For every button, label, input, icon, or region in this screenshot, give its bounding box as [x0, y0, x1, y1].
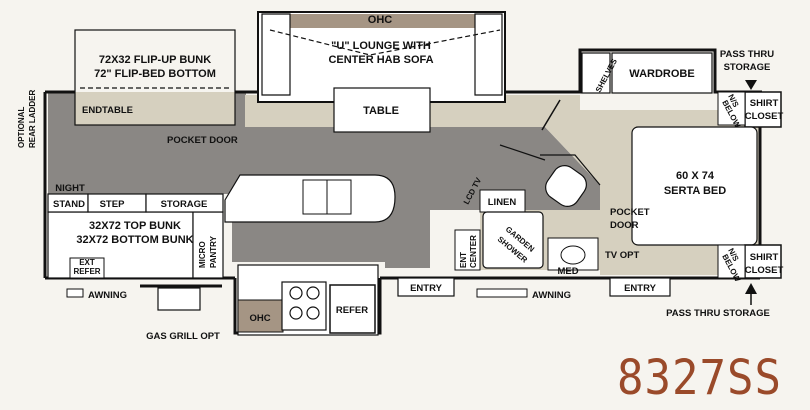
awning-right-mark	[476, 288, 528, 298]
sink-left	[302, 179, 328, 215]
entry-right-box	[609, 277, 671, 297]
stove	[281, 281, 327, 331]
shirt-closet-top-label-2: CLOSET	[745, 111, 784, 122]
night-stand-label-1: NIGHT	[55, 183, 85, 194]
micro-pantry-label-1: MICRO	[198, 241, 207, 268]
toilet-icon	[545, 165, 587, 207]
gas-grill	[157, 287, 201, 311]
med-label: MED	[557, 266, 578, 277]
entry-left-label: ENTRY	[410, 283, 443, 294]
table-shape	[333, 87, 431, 133]
flip-bunk-area	[75, 92, 235, 125]
rear-ladder-label-2: REAR LADDER	[28, 90, 37, 148]
sink-right	[326, 179, 352, 215]
bed	[631, 126, 758, 246]
ent-center-label-2: CENTER	[469, 235, 478, 268]
flip-bunk-label-2: 72" FLIP-BED BOTTOM	[94, 68, 216, 80]
wardrobe-label: WARDROBE	[629, 68, 694, 80]
gas-grill-label: GAS GRILL OPT	[146, 331, 220, 342]
shirt-closet-bottom-label-1: SHIRT	[750, 252, 779, 263]
u-lounge-back	[262, 14, 502, 28]
pass-thru-top-label-2: STORAGE	[724, 62, 771, 73]
awning-right-label: AWNING	[532, 290, 571, 301]
ns-below-top	[717, 91, 746, 126]
night-stand-label-2: STAND	[53, 199, 85, 210]
awning-left-mark	[66, 288, 84, 298]
storage-label: STORAGE	[161, 199, 208, 210]
ext-refer-label-1: EXT	[79, 258, 95, 267]
ohc-bottom-label: OHC	[249, 313, 270, 324]
ext-refer-label-2: REFER	[73, 267, 100, 276]
shirt-closet-top	[744, 91, 782, 128]
awning-left-label: AWNING	[88, 290, 127, 301]
entry-right-label: ENTRY	[624, 283, 657, 294]
pocket-door-right-label-2: DOOR	[610, 220, 639, 231]
ent-center	[454, 229, 481, 271]
ohc-dashed	[269, 29, 501, 56]
ent-center-label-1: ENT	[459, 252, 468, 268]
ohc-top-label: OHC	[368, 14, 393, 26]
wardrobe	[611, 52, 713, 94]
micro-pantry-label-2: PANTRY	[209, 235, 218, 268]
bed-label-1: 60 X 74	[676, 170, 715, 182]
storage	[145, 193, 224, 213]
bath-door-swing	[499, 144, 601, 186]
lounge-left-arm	[261, 13, 291, 96]
refer-label: REFER	[336, 305, 368, 316]
bath-sink	[547, 237, 599, 271]
shirt-closet-bottom-label-2: CLOSET	[745, 265, 784, 276]
shirt-closet-bottom	[744, 244, 782, 279]
step-label: STEP	[100, 199, 125, 210]
bunk-label-2: 32X72 BOTTOM BUNK	[76, 234, 193, 246]
pass-thru-bottom-label: PASS THRU STORAGE	[666, 308, 770, 319]
lounge-right-arm	[474, 13, 503, 96]
rear-ladder-label-1: OPTIONAL	[17, 107, 26, 148]
ext-refer	[69, 257, 105, 279]
flip-bunk-label-1: 72X32 FLIP-UP BUNK	[99, 54, 211, 66]
lounge-label-2: CENTER HAB SOFA	[328, 54, 433, 66]
pass-thru-arrow-top	[745, 80, 757, 90]
bunk-label-1: 32X72 TOP BUNK	[89, 220, 181, 232]
bed-label-2: SERTA BED	[664, 185, 726, 197]
pass-thru-arrow-bottom	[745, 283, 757, 294]
ns-below-bottom	[717, 244, 746, 279]
shirt-closet-top-label-1: SHIRT	[750, 98, 779, 109]
garden-shower	[482, 211, 544, 269]
model-number: 8327SS	[617, 349, 782, 406]
entry-left-box	[397, 277, 455, 297]
refer-bottom	[329, 284, 376, 334]
table-label: TABLE	[363, 105, 399, 117]
flip-bunk	[74, 29, 236, 126]
linen-label: LINEN	[488, 197, 517, 208]
ohc-bottom	[237, 299, 284, 333]
endtable-label: ENDTABLE	[82, 105, 133, 116]
pocket-door-right-label-1: POCKET	[610, 207, 650, 218]
lounge-label-1: "U" LOUNGE WITH	[331, 40, 431, 52]
pass-thru-top-label-1: PASS THRU	[720, 49, 774, 60]
shelves	[581, 52, 611, 94]
pocket-door-left-label: POCKET DOOR	[167, 135, 238, 146]
tv-opt-label: TV OPT	[605, 250, 640, 261]
micro-pantry	[192, 211, 224, 279]
